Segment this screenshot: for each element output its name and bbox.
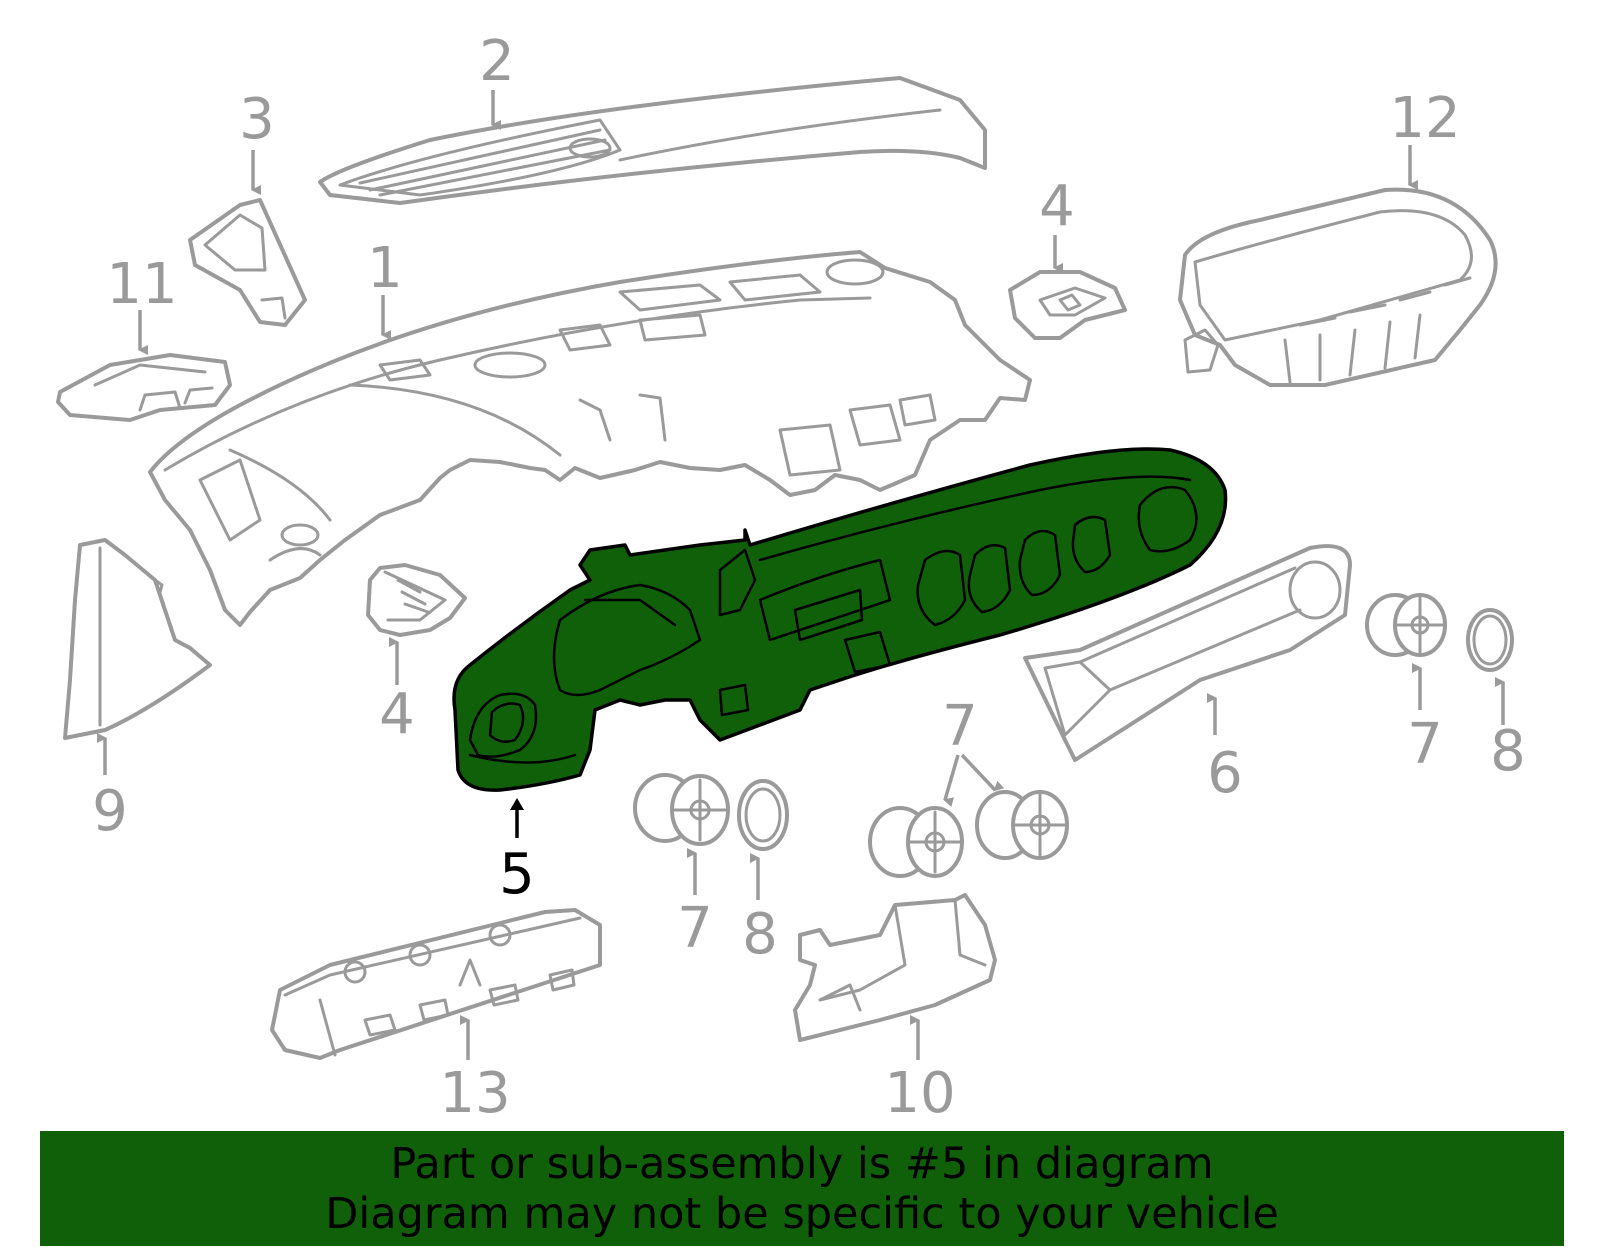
callout-9: 9 <box>92 779 128 844</box>
part-13-lower-module <box>270 908 602 1060</box>
banner-line-1: Part or sub-assembly is #5 in diagram <box>390 1139 1214 1189</box>
callout-7-right: 7 <box>1407 712 1443 777</box>
part-9-end-panel <box>63 538 212 740</box>
part-2-upper-trim-panel <box>318 76 987 205</box>
info-banner: Part or sub-assembly is #5 in diagram Di… <box>40 1131 1564 1246</box>
part-5-highlighted-panel <box>452 447 1228 792</box>
callout-12: 12 <box>1389 86 1460 151</box>
part-4-lower-cover <box>366 563 467 637</box>
callout-8-right: 8 <box>1490 719 1526 784</box>
callout-labels: 2 3 12 4 11 1 4 9 5 6 7 8 7 7 8 13 10 <box>92 29 1526 1126</box>
banner-line-2: Diagram may not be specific to your vehi… <box>325 1189 1279 1239</box>
callout-8-left: 8 <box>742 902 778 967</box>
part-7-vent-left <box>633 773 730 846</box>
callout-3: 3 <box>239 87 275 152</box>
callout-arrows <box>97 90 1505 1060</box>
callout-7-left: 7 <box>677 896 713 961</box>
callout-4-upper: 4 <box>1039 174 1075 239</box>
part-7-vent-right <box>1365 593 1447 657</box>
callout-4-lower: 4 <box>379 682 415 747</box>
part-11-side-trim <box>56 353 232 422</box>
part-10-lower-bracket <box>793 893 997 1042</box>
part-7-vent-center-left <box>868 806 964 878</box>
callout-2: 2 <box>479 29 515 94</box>
part-1-instrument-panel <box>148 250 1032 627</box>
callout-13: 13 <box>439 1061 510 1126</box>
part-4-upper-cover <box>1008 270 1127 340</box>
callout-7-center: 7 <box>942 694 978 759</box>
part-6-trim-panel <box>1023 544 1352 762</box>
callout-6: 6 <box>1207 741 1243 806</box>
part-12-airbag-module <box>1178 187 1498 387</box>
part-8-ring-right <box>1466 608 1514 672</box>
part-3-trim-bracket <box>188 198 307 327</box>
callout-11: 11 <box>106 252 177 317</box>
callout-10: 10 <box>884 1061 955 1126</box>
part-8-ring-left <box>737 779 789 851</box>
callout-5: 5 <box>499 842 535 907</box>
callout-1: 1 <box>367 236 403 301</box>
part-7-vent-center-right <box>975 790 1069 860</box>
